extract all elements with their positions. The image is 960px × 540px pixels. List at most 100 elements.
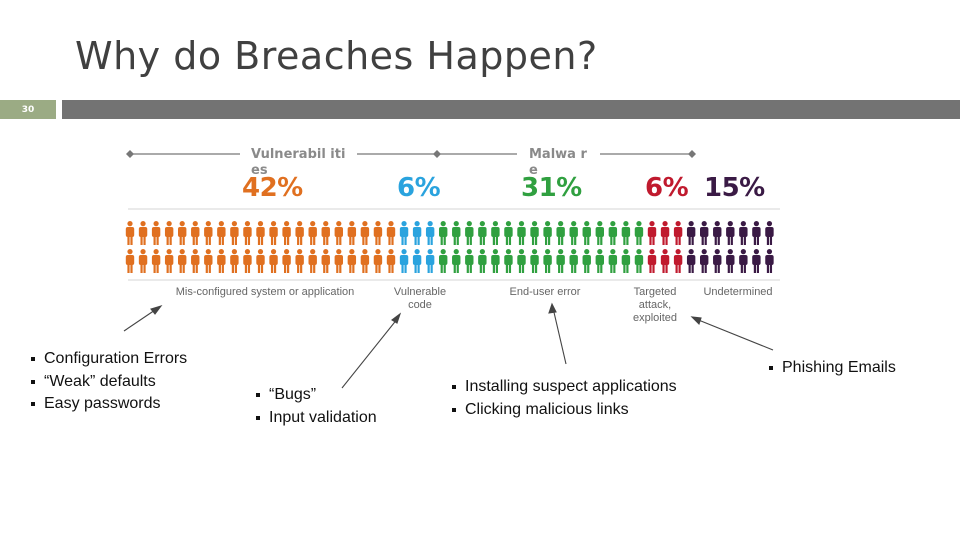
person-figure [217,221,226,245]
bracket-lines [126,150,696,158]
person-figure [504,221,513,245]
person-figure [425,249,435,273]
person-figure [399,221,409,245]
person-figure [452,221,461,245]
person-figure [269,221,278,245]
person-figure [256,221,265,245]
person-figure [138,249,148,273]
person-figure [686,249,696,273]
person-figure [739,221,748,245]
person-figure [465,249,474,273]
cat-vulnerable-code: Vulnerable code [393,286,447,311]
person-figure [347,249,357,273]
pct-end-user-error: 31% [521,173,582,203]
person-figure [164,249,174,273]
person-figure [556,221,565,245]
person-figure [700,221,709,245]
person-figure [295,221,304,245]
person-figure [191,249,200,273]
person-figure [151,249,161,273]
person-figure [713,221,722,245]
slide-title: Why do Breaches Happen? [75,34,598,78]
person-figure [634,249,644,273]
person-figure [217,249,226,273]
callout-arrows [123,302,774,389]
person-figure [373,249,383,273]
person-figure [125,221,135,245]
bullet-item: Phishing Emails [768,357,896,380]
person-figure [647,221,657,245]
person-figure [282,221,291,245]
person-figure [660,221,670,245]
person-figure [713,249,722,273]
person-figure [412,249,422,273]
person-figure [386,221,396,245]
person-figure [151,221,161,245]
person-figure [504,249,513,273]
pct-targeted-attack: 6% [645,173,689,203]
person-figure [138,221,148,245]
person-figure [178,221,187,245]
person-figure [700,249,709,273]
bracket-diamond-left [126,150,134,158]
bracket-label-malware: Malwa re [529,147,587,178]
person-figure [765,249,774,273]
person-figure [634,221,644,245]
person-figure [425,221,435,245]
bullets-phishing: Phishing Emails [768,357,896,380]
pct-misconfigured: 42% [242,173,303,203]
person-figure [399,249,409,273]
cat-end-user-error: End-user error [509,286,581,298]
bullets-bugs: “Bugs” Input validation [255,384,377,429]
person-figure [360,221,370,245]
person-figure [582,221,591,245]
bullet-item: Input validation [255,407,377,430]
person-figure [752,249,761,273]
person-figure [739,249,748,273]
person-figure [517,221,526,245]
bullet-item: Installing suspect applications [451,376,677,399]
person-figure [491,249,500,273]
person-figure [647,249,657,273]
person-figure [282,249,291,273]
person-figure [621,249,631,273]
person-figure [726,221,735,245]
person-figure [673,249,683,273]
person-figure [478,249,487,273]
person-figure [465,221,474,245]
cat-misconfigured: Mis-configured system or application [175,286,355,298]
bullet-item: Clicking malicious links [451,399,677,422]
person-figure [686,221,696,245]
person-figure [752,221,761,245]
person-figure [608,249,618,273]
person-figure [204,249,213,273]
pct-undetermined: 15% [704,173,765,203]
person-figure [765,221,774,245]
bracket-diamond-mid [433,150,441,158]
pct-vulnerable-code: 6% [397,173,441,203]
person-figure [726,249,735,273]
person-figure [517,249,526,273]
person-figure [478,221,487,245]
person-figure [243,221,252,245]
person-figure [582,249,591,273]
person-figure [556,249,565,273]
person-figure [164,221,174,245]
bracket-label-vulnerabilities: Vulnerabil ities [251,147,346,178]
person-figure [530,221,539,245]
slide-number: 30 [0,100,56,119]
person-figure [543,249,552,273]
person-figure [191,221,200,245]
bullets-user-actions: Installing suspect applications Clicking… [451,376,677,421]
person-figure [439,221,448,245]
title-rule-bar [62,100,960,119]
person-figure [295,249,304,273]
bullets-configuration: Configuration Errors “Weak” defaults Eas… [30,348,187,416]
person-figure [608,221,618,245]
cat-undetermined: Undetermined [703,286,773,298]
person-figure [334,249,343,273]
person-figure [452,249,461,273]
person-figure [595,221,604,245]
person-figure [412,221,422,245]
bullet-item: “Weak” defaults [30,371,187,394]
